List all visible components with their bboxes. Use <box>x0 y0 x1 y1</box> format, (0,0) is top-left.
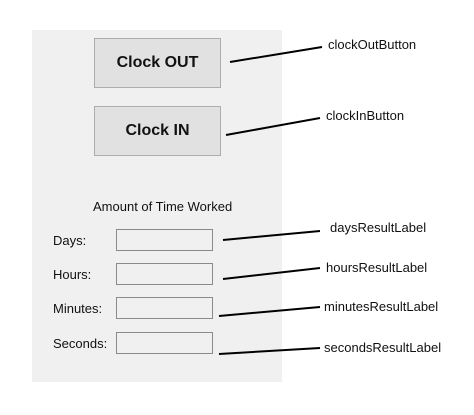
days-result-label <box>116 229 213 251</box>
seconds-label: Seconds: <box>53 336 108 351</box>
clock-in-button[interactable]: Clock IN <box>94 106 221 156</box>
clock-in-callout: clockInButton <box>326 108 405 123</box>
days-callout: daysResultLabel <box>330 220 427 235</box>
clock-out-callout: clockOutButton <box>328 37 417 52</box>
seconds-result-label <box>116 332 213 354</box>
minutes-result-label <box>116 297 213 319</box>
hours-label: Hours: <box>53 267 92 282</box>
hours-result-label <box>116 263 213 285</box>
hours-callout: hoursResultLabel <box>326 260 428 275</box>
minutes-callout: minutesResultLabel <box>324 299 439 314</box>
form-panel <box>32 30 282 382</box>
minutes-label: Minutes: <box>53 301 103 316</box>
days-label: Days: <box>53 233 87 248</box>
clock-out-button[interactable]: Clock OUT <box>94 38 221 88</box>
time-worked-caption: Amount of Time Worked <box>93 199 233 214</box>
seconds-callout: secondsResultLabel <box>324 340 442 355</box>
